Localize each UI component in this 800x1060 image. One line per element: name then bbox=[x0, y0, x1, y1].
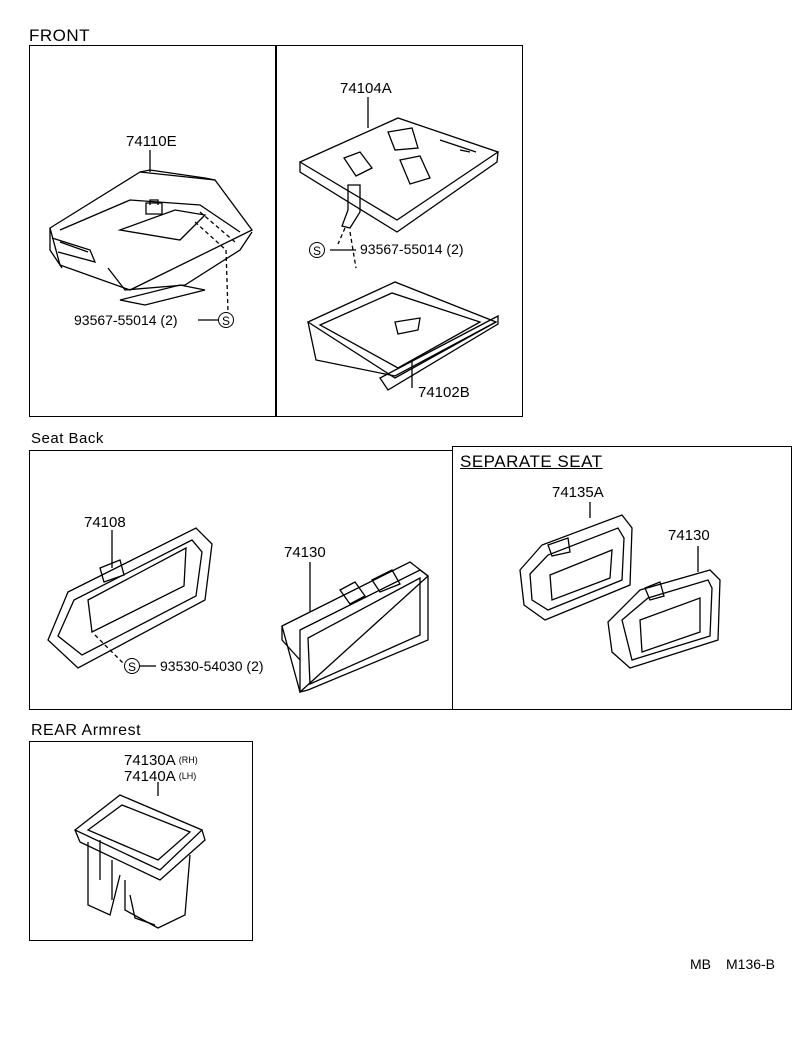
screw-symbol-seat-back: S bbox=[124, 658, 140, 674]
screw-label-front-left: 93567-55014 (2) bbox=[74, 312, 178, 328]
part-74140a-number: 74140A bbox=[124, 768, 176, 785]
part-74140a-label: 74140A(LH) bbox=[124, 768, 196, 785]
seat-back-74130-drawing bbox=[281, 561, 430, 694]
rh-tag: (RH) bbox=[178, 755, 198, 765]
part-74102b-label: 74102B bbox=[418, 384, 470, 401]
part-74104a-label: 74104A bbox=[340, 80, 392, 97]
separate-seat-panel bbox=[452, 446, 792, 710]
tray-74102b-drawing bbox=[306, 281, 499, 391]
seat-back-section-title: Seat Back bbox=[31, 430, 104, 447]
rear-armrest-title: REAR Armrest bbox=[31, 722, 142, 739]
front-divider bbox=[275, 45, 277, 417]
seat-back-74108-drawing bbox=[47, 527, 213, 669]
screw-label-front-right: 93567-55014 (2) bbox=[360, 241, 464, 257]
part-74130a-number: 74130A bbox=[124, 752, 176, 769]
lh-tag: (LH) bbox=[178, 771, 197, 781]
tray-74104a-drawing bbox=[298, 117, 500, 269]
part-74135a-label: 74135A bbox=[552, 484, 604, 501]
screw-symbol-front-left: S bbox=[218, 312, 234, 328]
rear-armrest-panel bbox=[29, 741, 253, 941]
separate-seat-74130-drawing bbox=[607, 569, 721, 669]
armrest-drawing bbox=[73, 794, 206, 929]
separate-seat-title: SEPARATE SEAT bbox=[460, 452, 603, 471]
part-74110e-label: 74110E bbox=[126, 133, 177, 150]
part-74130-separate-label: 74130 bbox=[668, 527, 710, 544]
footer-code-diagram: M136-B bbox=[726, 956, 776, 972]
part-74130-seat-back-label: 74130 bbox=[284, 544, 326, 561]
front-section-title: FRONT bbox=[29, 26, 91, 45]
ashtray-74110e-drawing bbox=[49, 169, 253, 313]
screw-symbol-front-right: S bbox=[309, 242, 325, 258]
part-74130a-label: 74130A(RH) bbox=[124, 752, 198, 769]
screw-label-seat-back: 93530-54030 (2) bbox=[160, 658, 264, 674]
footer-code-mb: MB bbox=[690, 956, 711, 972]
part-74108-label: 74108 bbox=[84, 514, 126, 531]
separate-seat-74135a-drawing bbox=[519, 514, 633, 621]
